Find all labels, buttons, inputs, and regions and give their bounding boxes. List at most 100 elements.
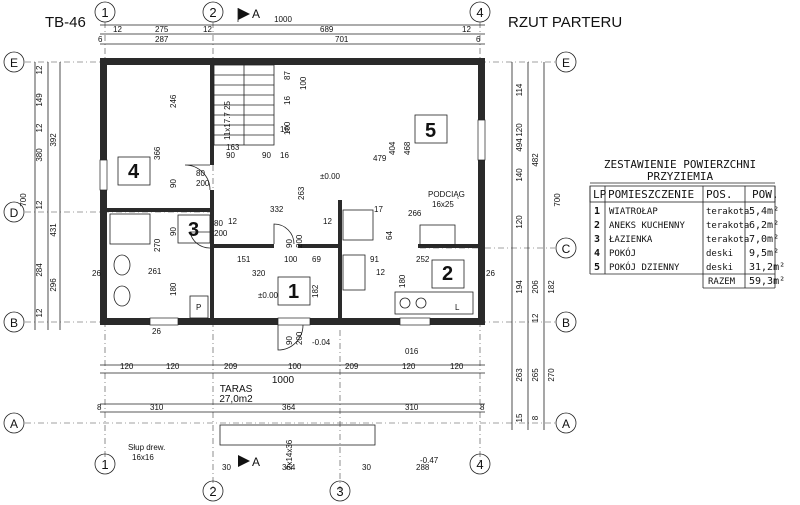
svg-text:B: B [562,316,570,330]
svg-text:69: 69 [312,255,321,264]
post-size: 16x16 [132,453,154,462]
section-marker-top: A [237,7,260,22]
svg-text:3: 3 [336,484,343,499]
svg-text:320: 320 [252,269,266,278]
svg-text:12: 12 [113,25,122,34]
svg-text:263: 263 [297,186,306,200]
svg-text:31,2m²: 31,2m² [749,262,785,273]
svg-text:366: 366 [153,146,162,160]
svg-text:4: 4 [594,248,600,259]
windows [99,119,486,326]
svg-text:310: 310 [150,403,164,412]
beam-size: 16x25 [432,200,454,209]
svg-text:120: 120 [515,123,524,137]
svg-text:246: 246 [169,94,178,108]
svg-text:182: 182 [547,280,556,294]
svg-text:deski: deski [706,263,733,273]
svg-text:180: 180 [398,274,407,288]
svg-text:482: 482 [531,153,540,167]
post-label: Słup drew. [128,443,165,452]
svg-text:80: 80 [214,219,223,228]
axis-bubble-top-2: 2 [202,1,224,23]
svg-text:A: A [562,417,570,431]
svg-text:2: 2 [209,484,216,499]
svg-text:114: 114 [515,83,524,96]
svg-text:120: 120 [402,362,416,371]
svg-text:1000: 1000 [274,15,292,24]
level-terrace: -0.04 [312,338,331,347]
svg-text:91: 91 [370,255,379,264]
axis-bubbles: 1 2 4 1 2 3 4 E D B A E C B A [3,1,577,502]
svg-text:12: 12 [35,65,44,74]
svg-text:120: 120 [120,362,134,371]
svg-text:1: 1 [101,457,108,472]
svg-text:P: P [196,303,201,312]
svg-text:B: B [10,316,18,330]
svg-text:90: 90 [169,227,178,236]
terrace-area: 27,0m2 [219,394,253,405]
svg-text:100: 100 [288,362,302,371]
svg-text:8: 8 [531,415,540,420]
table-row: 1 WIATROŁAP terakota 5,4m² [594,206,779,217]
table-row: 2 ANEKS KUCHENNY terakota 6,2m² [594,220,779,231]
svg-text:380: 380 [35,148,44,162]
svg-text:26: 26 [152,327,161,336]
terrace: 120 120 209 100 209 120 120 1000 TARAS 2… [97,347,485,472]
svg-text:17: 17 [374,205,383,214]
svg-text:364: 364 [282,403,296,412]
svg-text:16: 16 [280,151,289,160]
room-numbers: 4 3 1 2 5 [128,120,453,303]
axis-bubble-bottom-2: 2 [202,480,224,502]
walls [100,58,485,325]
axis-bubble-bottom-4: 4 [469,453,491,475]
svg-text:209: 209 [224,362,238,371]
svg-text:L: L [455,303,460,312]
svg-text:POMIESZCZENIE: POMIESZCZENIE [608,188,694,201]
svg-text:100: 100 [284,255,298,264]
svg-text:87: 87 [283,71,292,80]
room-4: 4 [128,161,140,183]
room-2: 2 [442,263,453,285]
svg-text:261: 261 [148,267,162,276]
svg-text:terakota: terakota [706,207,749,217]
svg-text:016: 016 [405,347,419,356]
axis-bubble-right-C: C [555,237,577,259]
svg-text:11x17.7 25: 11x17.7 25 [223,100,232,140]
total-label: RAZEM [708,277,736,287]
svg-text:WIATROŁAP: WIATROŁAP [609,207,658,217]
svg-text:263: 263 [515,368,524,382]
svg-text:A: A [252,455,260,469]
svg-text:284: 284 [35,263,44,277]
svg-text:12: 12 [35,308,44,317]
svg-text:200: 200 [295,331,304,345]
svg-text:392: 392 [49,133,58,147]
svg-text:120: 120 [166,362,180,371]
svg-text:A: A [252,7,260,21]
axis-bubble-left-E: E [3,51,25,73]
svg-text:2: 2 [594,220,600,231]
svg-text:180: 180 [169,282,178,296]
svg-text:6: 6 [476,35,481,44]
fixtures: P L [109,209,474,319]
svg-text:30: 30 [362,463,371,472]
svg-text:700: 700 [19,193,28,207]
svg-text:468: 468 [403,141,412,155]
total-value: 59,3m² [749,276,785,287]
svg-text:90: 90 [226,151,235,160]
svg-text:terakota: terakota [706,221,749,231]
level-ground: -0.47 [420,456,439,465]
svg-text:ANEKS KUCHENNY: ANEKS KUCHENNY [609,221,685,231]
svg-text:431: 431 [49,223,58,237]
axis-bubble-right-E: E [555,51,577,73]
svg-text:1: 1 [101,5,108,20]
svg-text:1000: 1000 [272,375,295,386]
svg-text:12: 12 [376,268,385,277]
svg-text:479: 479 [373,154,387,163]
svg-text:8: 8 [97,403,102,412]
svg-text:6: 6 [98,35,103,44]
svg-text:POW.: POW. [752,188,779,201]
svg-text:26: 26 [92,269,101,278]
terrace-label: TARAS [220,384,253,395]
area-table: ZESTAWIENIE POWIERZCHNI PRZYZIEMIA LP PO… [589,158,785,289]
svg-text:12: 12 [35,200,44,209]
